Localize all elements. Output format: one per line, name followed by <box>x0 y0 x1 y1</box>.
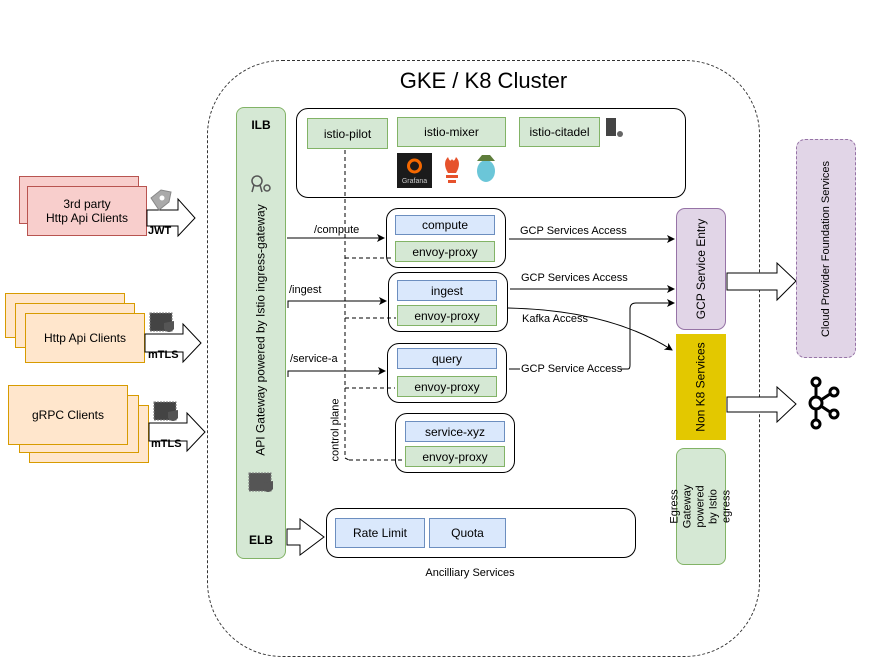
envoy-proxy[interactable]: envoy-proxy <box>405 446 505 467</box>
grpc-clients[interactable]: gRPC Clients <box>8 385 128 445</box>
certificate-shield-icon <box>248 472 273 492</box>
elb-label: ELB <box>249 533 273 547</box>
ilb-label: ILB <box>251 118 271 132</box>
certificate-shield-icon <box>149 312 174 332</box>
cloud-provider-services[interactable]: Cloud Provider Foundation Services <box>796 139 856 358</box>
gcp-service-entry[interactable]: GCP Service Entry <box>676 208 726 330</box>
client-label: gRPC Clients <box>31 408 105 422</box>
kafka-access-arrow <box>506 307 673 351</box>
client-label: 3rd party <box>63 197 111 211</box>
jwt-arrow <box>146 197 196 238</box>
edge-label: GCP Services Access <box>521 272 628 284</box>
non-k8-services[interactable]: Non K8 Services <box>676 334 726 440</box>
client-label: Http Api Clients <box>43 331 127 345</box>
svg-text:Grafana: Grafana <box>402 178 427 185</box>
query-service[interactable]: query <box>397 348 497 369</box>
compute-service[interactable]: compute <box>395 215 495 235</box>
certificate-gear-icon <box>251 175 271 193</box>
envoy-proxy[interactable]: envoy-proxy <box>397 305 497 326</box>
mtls-arrow <box>148 411 206 453</box>
route-compute: /compute <box>314 224 360 236</box>
gke-cluster-boundary <box>207 60 760 657</box>
service-xyz[interactable]: service-xyz <box>405 421 505 442</box>
edge-label: GCP Service Access <box>520 363 624 375</box>
kafka-icon <box>808 376 840 430</box>
egress-gateway[interactable]: Egress Gateway powered by Istio egress <box>669 448 733 565</box>
prometheus-logo <box>445 157 459 183</box>
edge-label: GCP Services Access <box>520 225 627 237</box>
http-api-clients[interactable]: Http Api Clients <box>25 313 145 363</box>
grafana-logo: Grafana <box>397 153 432 188</box>
client-label: Http Api Clients <box>45 211 129 225</box>
cluster-title: GKE / K8 Cluster <box>399 68 568 93</box>
route-service-a: /service-a <box>290 353 338 365</box>
server-certificate-icon <box>606 118 623 137</box>
mtls-arrow <box>144 322 202 364</box>
istio-citadel[interactable]: istio-citadel <box>519 117 600 147</box>
elb-arrow <box>286 518 325 556</box>
service-entry-arrow <box>726 261 797 302</box>
jaeger-logo <box>477 155 495 182</box>
mtls-label: mTLS <box>151 438 182 450</box>
gcp-access-arrow <box>620 299 675 370</box>
quota[interactable]: Quota <box>429 518 506 548</box>
ingest-service[interactable]: ingest <box>397 280 497 301</box>
non-k8-arrow <box>726 385 797 424</box>
control-plane-line <box>344 150 404 461</box>
certificate-shield-icon <box>153 401 178 421</box>
route-ingest: /ingest <box>289 284 322 296</box>
route-arrow <box>287 367 386 377</box>
rate-limit[interactable]: Rate Limit <box>335 518 425 548</box>
jwt-label: JWT <box>148 225 172 237</box>
envoy-proxy[interactable]: envoy-proxy <box>397 376 497 397</box>
istio-mixer[interactable]: istio-mixer <box>397 117 506 147</box>
edge-label: Kafka Access <box>522 313 589 325</box>
third-party-clients[interactable]: 3rd party Http Api Clients <box>27 186 147 236</box>
envoy-proxy[interactable]: envoy-proxy <box>395 241 495 262</box>
mtls-label: mTLS <box>148 349 179 361</box>
key-tag-icon <box>150 189 172 211</box>
ancillary-caption: Ancilliary Services <box>425 567 515 579</box>
kafka-icon-bg <box>798 372 856 434</box>
istio-pilot[interactable]: istio-pilot <box>307 118 388 149</box>
route-arrow <box>287 297 387 308</box>
